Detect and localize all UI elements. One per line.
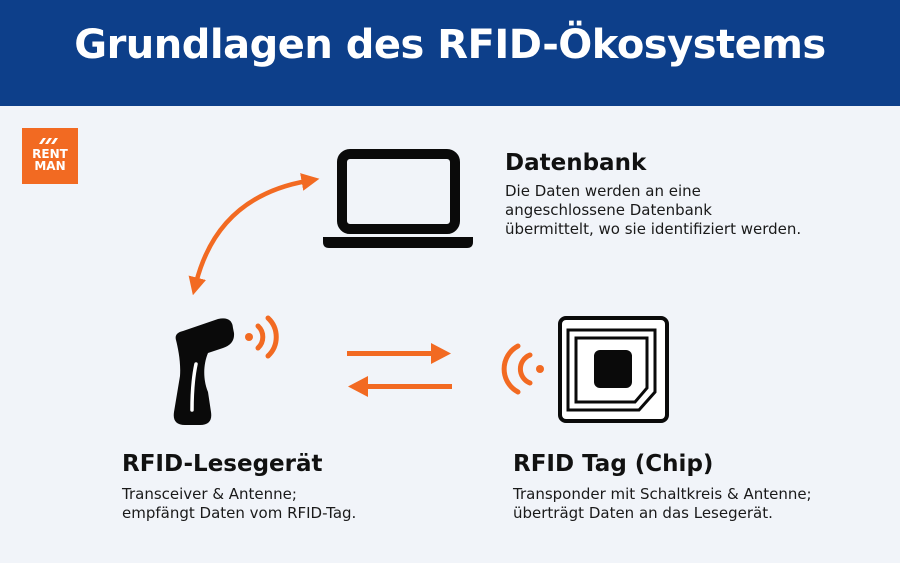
page-title: Grundlagen des RFID-Ökosystems (74, 22, 826, 68)
tag-description: Transponder mit Schaltkreis & Antenne; ü… (513, 485, 812, 522)
exchange-arrows (347, 343, 452, 397)
database-reader-arrow (188, 173, 320, 296)
barcode-scanner-icon (173, 318, 235, 425)
rfid-chip-icon (558, 316, 669, 423)
logo-mark-icon (39, 138, 58, 144)
database-description: Die Daten werden an eine angeschlossene … (505, 182, 802, 238)
reader-title: RFID-Lesegerät (122, 451, 323, 477)
database-title: Datenbank (505, 150, 647, 176)
logo-text-man: MAN (34, 159, 66, 173)
header-banner: Grundlagen des RFID-Ökosystems (0, 0, 900, 106)
logo-text-rent: RENT (32, 147, 68, 161)
tag-title: RFID Tag (Chip) (513, 451, 714, 477)
rentman-logo: RENT MAN (22, 128, 78, 184)
reader-signal-icon (245, 315, 279, 359)
laptop-icon (323, 149, 473, 248)
tag-signal-icon (501, 343, 544, 395)
reader-description: Transceiver & Antenne; empfängt Daten vo… (122, 485, 357, 522)
